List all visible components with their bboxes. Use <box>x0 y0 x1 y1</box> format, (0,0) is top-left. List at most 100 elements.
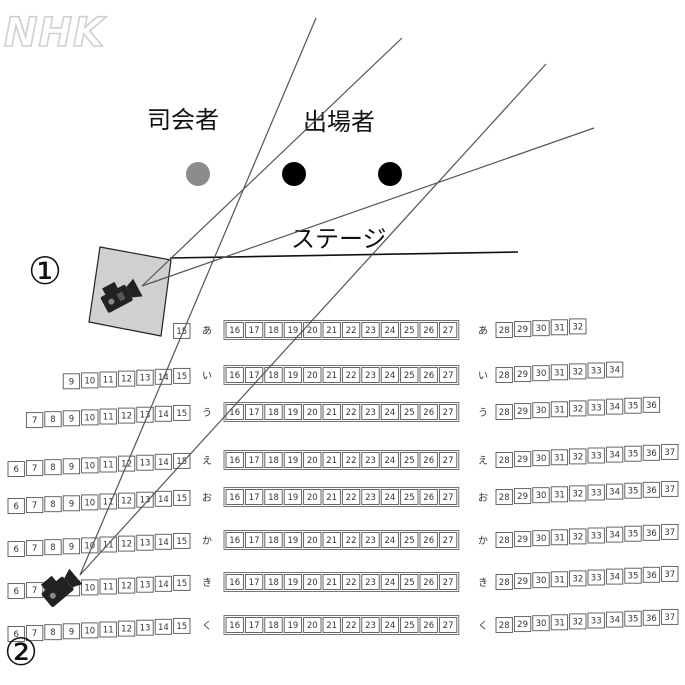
seat-number: 20 <box>307 456 318 466</box>
seat-number: 27 <box>443 493 454 503</box>
seat-number: 16 <box>229 456 240 466</box>
seat-number: 18 <box>268 493 279 503</box>
seat-number: 21 <box>326 326 337 336</box>
seat-number: 35 <box>628 572 639 582</box>
seat <box>587 527 605 544</box>
seat-number: 12 <box>121 412 132 422</box>
seat-number: 35 <box>628 530 639 540</box>
seat <box>322 452 341 468</box>
seat-number: 27 <box>443 456 454 466</box>
seat-number: 32 <box>572 617 583 627</box>
seat <box>7 626 25 642</box>
seat-number: 9 <box>69 499 74 509</box>
seat <box>44 624 62 641</box>
seat <box>117 407 136 424</box>
seat <box>513 488 532 505</box>
seat <box>380 367 400 383</box>
seat-number: 30 <box>536 576 547 586</box>
seat <box>569 363 587 380</box>
seat <box>605 568 624 585</box>
seat-number: 23 <box>365 578 376 588</box>
seat <box>642 609 661 626</box>
seat-number: 23 <box>365 493 376 503</box>
seat <box>569 528 587 545</box>
seat-number: 19 <box>287 621 298 631</box>
seat <box>438 489 458 505</box>
row-label: き <box>478 577 488 589</box>
seat-block-border <box>223 615 460 635</box>
seat <box>322 404 341 420</box>
seat-number: 28 <box>499 578 510 588</box>
seat-number: 28 <box>499 493 510 503</box>
seat <box>117 535 136 552</box>
seat-number: 34 <box>609 451 620 461</box>
seat <box>225 532 244 548</box>
seat <box>400 452 419 468</box>
seat-number: 32 <box>572 404 583 414</box>
seat-number: 25 <box>404 493 415 503</box>
seat <box>550 486 569 503</box>
seat-number: 18 <box>268 326 279 336</box>
seat-number: 26 <box>423 578 434 588</box>
seat <box>587 447 605 464</box>
seat-number: 18 <box>268 578 279 588</box>
row-label: く <box>478 621 488 632</box>
seat-block-border <box>223 487 460 507</box>
seat <box>550 401 569 418</box>
seat-number: 10 <box>84 583 95 593</box>
seat <box>303 489 322 505</box>
camera-1-number: ① <box>28 249 62 293</box>
seat <box>322 367 341 383</box>
seat-number: 31 <box>554 453 565 463</box>
seat-number: 13 <box>140 539 151 549</box>
seat <box>380 532 400 548</box>
seat-number: 33 <box>591 489 602 499</box>
seat <box>532 365 550 382</box>
seat <box>400 404 419 420</box>
seat-number: 23 <box>365 326 376 336</box>
seat <box>322 574 341 590</box>
seat-number: 15 <box>176 622 187 632</box>
seat <box>495 617 513 633</box>
seat <box>117 370 136 387</box>
seat-number: 21 <box>326 578 337 588</box>
seat-number: 19 <box>287 578 298 588</box>
seat <box>495 452 513 468</box>
seat-number: 13 <box>140 496 151 506</box>
row-label: い <box>202 371 212 382</box>
seat-number: 20 <box>307 578 318 588</box>
seat-number: 35 <box>628 450 639 460</box>
seat-number: 6 <box>13 465 18 475</box>
seat <box>587 569 605 586</box>
seat <box>550 364 569 381</box>
seat-number: 25 <box>404 326 415 336</box>
seat <box>532 615 550 632</box>
seat <box>154 618 173 635</box>
seat <box>419 574 438 590</box>
seat-number: 11 <box>103 498 114 508</box>
seat-number: 15 <box>176 372 187 382</box>
seat <box>438 574 458 590</box>
seat-number: 33 <box>591 367 602 377</box>
performer-dot-1 <box>282 162 306 186</box>
seat <box>532 487 550 504</box>
seat <box>587 362 605 379</box>
seat-number: 11 <box>103 541 114 551</box>
seat-number: 25 <box>404 621 415 631</box>
seat <box>99 621 117 638</box>
seat-number: 10 <box>84 541 95 551</box>
seat <box>419 367 438 383</box>
seat-number: 22 <box>346 493 357 503</box>
seat-number: 11 <box>103 626 114 636</box>
seat-number: 21 <box>326 456 337 466</box>
seat-number: 24 <box>384 456 395 466</box>
seat-number: 26 <box>423 536 434 546</box>
seat-number: 36 <box>646 486 657 496</box>
seat-number: 23 <box>365 371 376 381</box>
